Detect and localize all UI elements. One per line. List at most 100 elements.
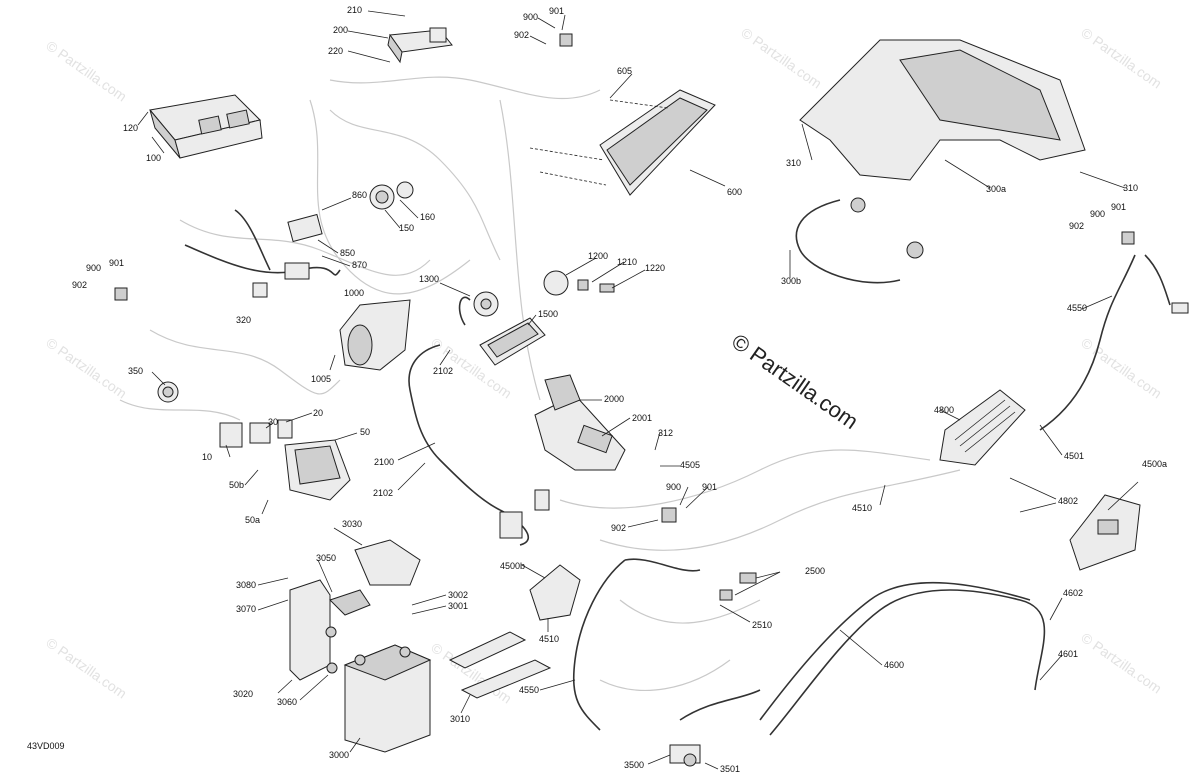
label-3070: 3070 — [236, 604, 256, 614]
label-901: 901 — [549, 6, 564, 16]
display-screen — [529, 89, 716, 196]
gauge-1000 — [339, 299, 411, 371]
label-50b: 50b — [229, 480, 244, 490]
label-30: 30 — [268, 417, 278, 427]
label-3050: 3050 — [316, 553, 336, 563]
label-605: 605 — [617, 66, 632, 76]
fusebox-3030 — [329, 539, 421, 616]
label-3010: 3010 — [450, 714, 470, 724]
console-2000 — [534, 374, 626, 471]
label-300a: 300a — [986, 184, 1006, 194]
pads-3010 — [448, 631, 552, 699]
label-220: 220 — [328, 46, 343, 56]
relay-module — [387, 27, 453, 64]
sensor-clusters — [114, 33, 1135, 523]
watermark: © Partzilla.com — [1078, 24, 1164, 91]
ecu-module — [149, 94, 263, 159]
label-3501: 3501 — [720, 764, 740, 774]
watermark: © Partzilla.com — [43, 37, 129, 104]
label-50: 50 — [360, 427, 370, 437]
sensor-350 — [157, 381, 179, 403]
harness-2100 — [408, 344, 550, 546]
label-2500: 2500 — [805, 566, 825, 576]
valve-3500 — [669, 744, 701, 767]
label-50a: 50a — [245, 515, 260, 525]
bracket-4500b — [529, 564, 581, 621]
harness-ghost — [119, 76, 961, 691]
label-310: 310 — [1123, 183, 1138, 193]
label-1500: 1500 — [538, 309, 558, 319]
label-902: 902 — [1069, 221, 1084, 231]
label-4500a: 4500a — [1142, 459, 1167, 469]
label-902: 902 — [72, 280, 87, 290]
diagram-code: 43VD009 — [27, 741, 65, 751]
bracket-4500a — [1069, 494, 1141, 571]
label-900: 900 — [86, 263, 101, 273]
label-350: 350 — [128, 366, 143, 376]
switch-panel-1500 — [479, 317, 546, 366]
switch-150 — [369, 181, 414, 210]
label-3002: 3002 — [448, 590, 468, 600]
label-2001: 2001 — [632, 413, 652, 423]
socket-1200 — [543, 270, 615, 296]
label-4602: 4602 — [1063, 588, 1083, 598]
label-3000: 3000 — [329, 750, 349, 760]
label-300b: 300b — [781, 276, 801, 286]
label-4510: 4510 — [852, 503, 872, 513]
label-1000: 1000 — [344, 288, 364, 298]
label-200: 200 — [333, 25, 348, 35]
label-1200: 1200 — [588, 251, 608, 261]
support-frame — [795, 39, 1086, 284]
label-4800: 4800 — [934, 405, 954, 415]
harness-4550-lower — [572, 558, 701, 731]
watermark: © Partzilla.com — [1078, 629, 1164, 696]
label-4510: 4510 — [539, 634, 559, 644]
callout-labels: 210 200 220 900 901 902 605 600 310 310 … — [72, 5, 1167, 774]
label-4505: 4505 — [680, 460, 700, 470]
connectors-2500 — [719, 572, 757, 601]
switches-10-20-30 — [219, 419, 293, 448]
label-3500: 3500 — [624, 760, 644, 770]
label-1220: 1220 — [645, 263, 665, 273]
label-320: 320 — [236, 315, 251, 325]
label-1210: 1210 — [617, 257, 637, 267]
harness-left — [184, 209, 341, 298]
label-120: 120 — [123, 123, 138, 133]
label-1300: 1300 — [419, 274, 439, 284]
label-310: 310 — [786, 158, 801, 168]
watermark: © Partzilla.com — [43, 334, 129, 401]
label-860: 860 — [352, 190, 367, 200]
label-902: 902 — [611, 523, 626, 533]
label-3001: 3001 — [448, 601, 468, 611]
label-901: 901 — [702, 482, 717, 492]
label-4500b: 4500b — [500, 561, 525, 571]
label-900: 900 — [523, 12, 538, 22]
label-900: 900 — [666, 482, 681, 492]
label-4501: 4501 — [1064, 451, 1084, 461]
label-4601: 4601 — [1058, 649, 1078, 659]
label-901: 901 — [109, 258, 124, 268]
label-900: 900 — [1090, 209, 1105, 219]
watermark: © Partzilla.com — [43, 634, 129, 701]
label-2100: 2100 — [374, 457, 394, 467]
regulator-4800 — [939, 389, 1026, 466]
label-2000: 2000 — [604, 394, 624, 404]
label-4802: 4802 — [1058, 496, 1078, 506]
label-3060: 3060 — [277, 697, 297, 707]
label-150: 150 — [399, 223, 414, 233]
watermark: © Partzilla.com — [738, 24, 824, 91]
harness-4550 — [1039, 254, 1189, 431]
label-4550: 4550 — [519, 685, 539, 695]
leader-lines — [137, 10, 1139, 770]
label-901: 901 — [1111, 202, 1126, 212]
label-10: 10 — [202, 452, 212, 462]
socket-1300 — [458, 291, 499, 326]
label-4600: 4600 — [884, 660, 904, 670]
label-4550: 4550 — [1067, 303, 1087, 313]
label-160: 160 — [420, 212, 435, 222]
label-3020: 3020 — [233, 689, 253, 699]
label-2510: 2510 — [752, 620, 772, 630]
label-20: 20 — [313, 408, 323, 418]
label-600: 600 — [727, 187, 742, 197]
